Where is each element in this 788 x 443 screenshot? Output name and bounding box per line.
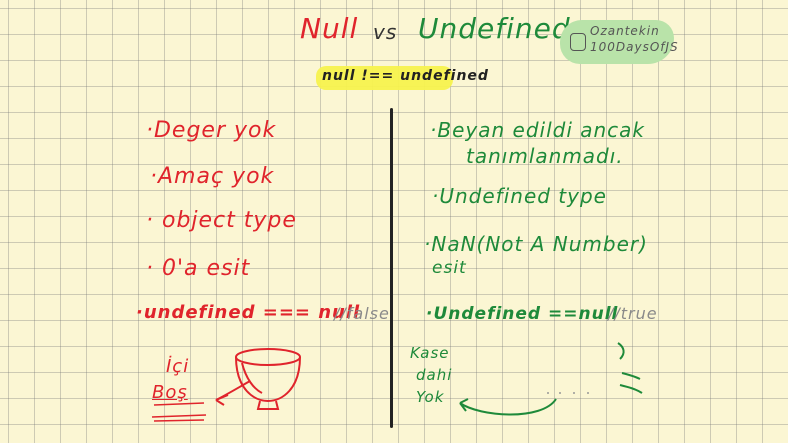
underline-marks xyxy=(151,402,207,422)
null-compare-result: //false xyxy=(334,304,390,323)
null-strict-not-equal-undefined: null !== undefined xyxy=(322,68,489,84)
author-name: Ozantekin xyxy=(590,24,660,38)
dotted-trail xyxy=(547,392,589,394)
null-item-no-value: ·Deger yok xyxy=(146,118,277,143)
undefined-compare-result: //true xyxy=(608,304,658,323)
bowl-icon xyxy=(235,348,301,410)
undefined-item-type: ·Undefined type xyxy=(432,184,607,208)
title-null: Null xyxy=(300,12,359,45)
motion-lines-icon xyxy=(617,342,643,394)
null-item-object-type: · object type xyxy=(146,208,297,233)
undefined-item-nan: ·NaN(Not A Number) xyxy=(424,232,648,256)
no-bowl-drawing xyxy=(459,342,643,416)
title-vs: vs xyxy=(373,20,398,44)
undefined-item-equals: esit xyxy=(432,258,467,278)
title-undefined: Undefined xyxy=(418,12,571,45)
empty-label-line1: İçi xyxy=(166,356,190,377)
empty-bowl-drawing xyxy=(151,348,301,422)
curved-arrow-icon xyxy=(459,398,557,416)
undefined-item-not-assigned: tanımlanmadı. xyxy=(466,144,624,168)
null-item-no-purpose: ·Amaç yok xyxy=(150,164,275,189)
undefined-item-declared: ·Beyan edildi ancak xyxy=(430,118,645,142)
empty-label-line2: Boş xyxy=(152,382,188,403)
no-bowl-label-line2: dahi xyxy=(416,366,453,384)
author-icon xyxy=(570,33,586,51)
no-bowl-label-line1: Kase xyxy=(410,344,450,362)
author-badge xyxy=(560,20,674,64)
null-compare-expression: ·undefined === null xyxy=(136,302,361,323)
arrow-icon xyxy=(215,380,251,406)
no-bowl-label-line3: Yok xyxy=(416,388,445,406)
undefined-compare-expression: ·Undefined ==null xyxy=(426,304,619,324)
author-tag: 100DaysOfJS xyxy=(590,40,679,54)
highlighter-mark xyxy=(316,66,453,90)
null-item-equals-zero: · 0'a esit xyxy=(146,256,251,281)
column-divider xyxy=(390,108,393,428)
